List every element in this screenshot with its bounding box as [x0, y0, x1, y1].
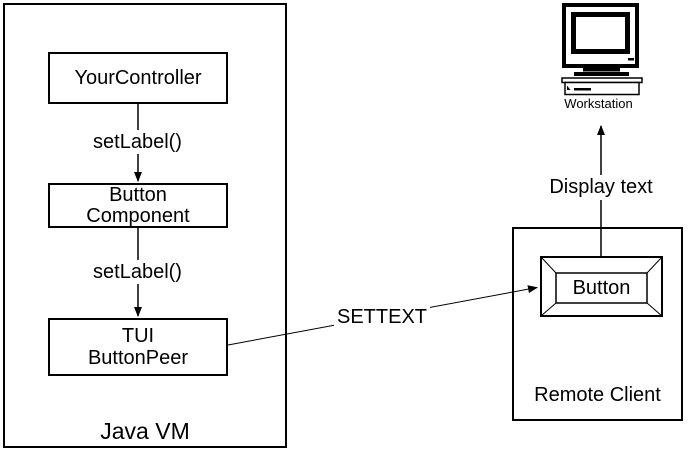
your-controller-box: YourController — [48, 52, 228, 104]
your-controller-label: YourController — [74, 66, 202, 89]
java-vm-label: Java VM — [100, 418, 190, 444]
tui-buttonpeer-box: TUI ButtonPeer — [48, 318, 228, 376]
button-component-label-line1: Button — [109, 183, 167, 206]
workstation-icon — [561, 3, 643, 96]
setlabel-top-label: setLabel() — [92, 130, 183, 154]
remote-button-label: Button — [572, 276, 631, 299]
display-text-label: Display text — [547, 175, 655, 200]
tui-buttonpeer-label-line2: ButtonPeer — [87, 347, 189, 369]
tui-buttonpeer-label-line1: TUI — [121, 325, 155, 347]
settext-label: SETTEXT — [334, 305, 430, 329]
setlabel-bottom-label: setLabel() — [92, 260, 183, 284]
remote-client-label: Remote Client — [534, 384, 661, 406]
button-component-label-line2: Component — [86, 204, 190, 227]
remote-button-bevel — [540, 256, 663, 317]
button-component-box: Button Component — [48, 183, 228, 228]
workstation-label: Workstation — [564, 96, 633, 111]
